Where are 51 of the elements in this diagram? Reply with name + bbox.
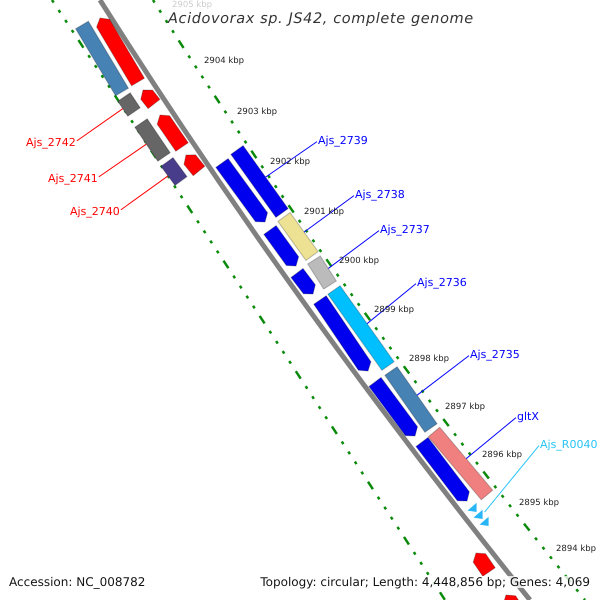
scale-position-label: 2903 kbp (237, 108, 278, 116)
gene-block (96, 17, 146, 86)
gene-block (140, 90, 161, 110)
genome-summary-text: Topology: circular; Length: 4,448,856 bp; Genes: 4,069 (260, 576, 590, 588)
leader-line (366, 283, 416, 324)
gene-label: gltX (517, 411, 539, 422)
scale-position-label: 2897 kbp (445, 403, 486, 412)
gene-label: Ajs_2740 (70, 206, 120, 217)
leader-line (416, 355, 470, 396)
leader-line (76, 108, 124, 142)
gene-block (263, 224, 300, 267)
gene-block (215, 158, 268, 223)
scale-position-label: 2904 kbp (204, 57, 244, 66)
scale-position-label: 2896 kbp (482, 451, 522, 460)
gene-label: Ajs_R0040 (540, 439, 598, 450)
gene-label: Ajs_2735 (470, 349, 520, 360)
gene-marker-triangles (468, 502, 489, 526)
gene-block (74, 20, 130, 96)
leader-line (466, 417, 516, 460)
leader-line (265, 141, 318, 178)
accession-text: Accession: NC_008782 (9, 576, 146, 588)
gene-label: Ajs_2738 (355, 189, 405, 200)
gene-block (230, 144, 289, 218)
leader-line (484, 445, 540, 513)
gene-block (117, 92, 141, 117)
leader-line (304, 195, 354, 233)
gene-label: Ajs_2741 (48, 173, 98, 184)
scale-position-label: 2900 kbp (339, 257, 380, 266)
gene-block (368, 376, 418, 437)
leader-line (120, 175, 168, 210)
gene-block (384, 366, 438, 433)
gene-block (156, 114, 189, 152)
gene-label: Ajs_2739 (318, 135, 368, 146)
gene-block (415, 436, 470, 502)
leader-line (98, 144, 147, 178)
leader-line (328, 230, 380, 269)
gene-block (307, 255, 337, 290)
gene-label: Ajs_2742 (26, 137, 76, 148)
gene-block (290, 268, 316, 294)
scale-position-label: 2898 kbp (409, 355, 450, 364)
gene-label: Ajs_2737 (380, 224, 430, 235)
gene-block (183, 154, 206, 176)
gene-block (313, 295, 372, 372)
scale-position-label: 2895 kbp (519, 499, 560, 508)
diagram-title: Acidovorax sp. JS42, complete genome (168, 12, 474, 26)
gene-block (327, 285, 395, 371)
gene-block (134, 118, 171, 162)
gene-block (160, 156, 188, 186)
scale-position-label: 2894 kbp (556, 545, 596, 554)
gene-block (472, 552, 496, 577)
gene-label: Ajs_2736 (417, 277, 467, 288)
